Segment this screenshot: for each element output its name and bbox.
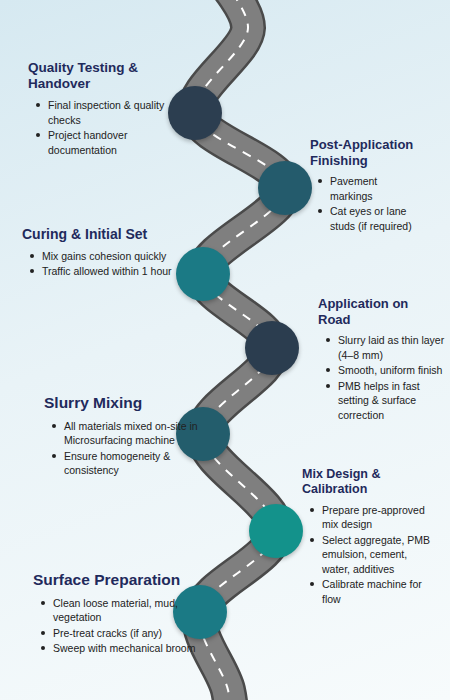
bullet-text: Traffic allowed within 1 hour [42,264,192,278]
bullet-text: Mix gains cohesion quickly [42,249,192,263]
step-heading: Slurry Mixing [44,394,194,413]
step-heading: Quality Testing & Handover [28,60,188,92]
bullet-list: Final inspection & quality checksProject… [28,98,188,157]
bullet-text: Slurry laid as thin layer (4–8 mm) [338,333,446,362]
process-step: Mix Design & CalibrationPrepare pre-appr… [302,467,444,607]
bullet-text: All materials mixed on-site in Microsurf… [64,419,204,448]
process-step: Surface PreparationClean loose material,… [33,571,193,657]
process-step: Curing & Initial SetMix gains cohesion q… [22,226,192,280]
bullet-text: Smooth, uniform finish [338,363,446,377]
bullet-list: All materials mixed on-site in Microsurf… [44,419,204,478]
bullet-text: Calibrate machine for flow [322,577,437,606]
step-circle [258,161,312,215]
step-heading: Application on Road [318,296,443,327]
step-heading: Curing & Initial Set [22,226,192,243]
bullet-text: Sweep with mechanical broom [53,641,203,655]
bullet-list: Clean loose material, mud, vegetationPre… [33,596,203,656]
bullet-text: Ensure homogeneity & consistency [64,449,204,478]
step-heading: Post-Application Finishing [310,137,430,168]
process-step: Quality Testing & HandoverFinal inspecti… [28,60,188,158]
bullet-text: Clean loose material, mud, vegetation [53,596,203,625]
step-heading: Mix Design & Calibration [302,467,444,497]
bullet-list: Pavement markingsCat eyes or lane studs … [310,174,420,233]
step-circle [249,504,303,558]
bullet-list: Mix gains cohesion quicklyTraffic allowe… [22,249,192,279]
bullet-text: Select aggregate, PMB emulsion, cement, … [322,533,437,576]
step-circle [176,407,230,461]
bullet-text: Final inspection & quality checks [48,98,188,127]
bullet-text: Prepare pre-approved mix design [322,503,437,532]
step-circle [245,321,299,375]
step-circle [168,86,222,140]
bullet-list: Slurry laid as thin layer (4–8 mm)Smooth… [318,333,446,422]
bullet-text: Pavement markings [330,174,420,203]
bullet-text: PMB helps in fast setting & surface corr… [338,379,446,422]
bullet-text: Pre-treat cracks (if any) [53,626,203,640]
bullet-text: Project handover documentation [48,128,188,157]
process-step: Application on RoadSlurry laid as thin l… [318,296,443,423]
step-heading: Surface Preparation [33,571,193,590]
bullet-list: Prepare pre-approved mix designSelect ag… [302,503,437,606]
process-step: Post-Application FinishingPavement marki… [310,137,430,234]
step-circle [176,247,230,301]
process-step: Slurry MixingAll materials mixed on-site… [44,394,194,479]
step-circle [173,585,227,639]
bullet-text: Cat eyes or lane studs (if required) [330,204,420,233]
